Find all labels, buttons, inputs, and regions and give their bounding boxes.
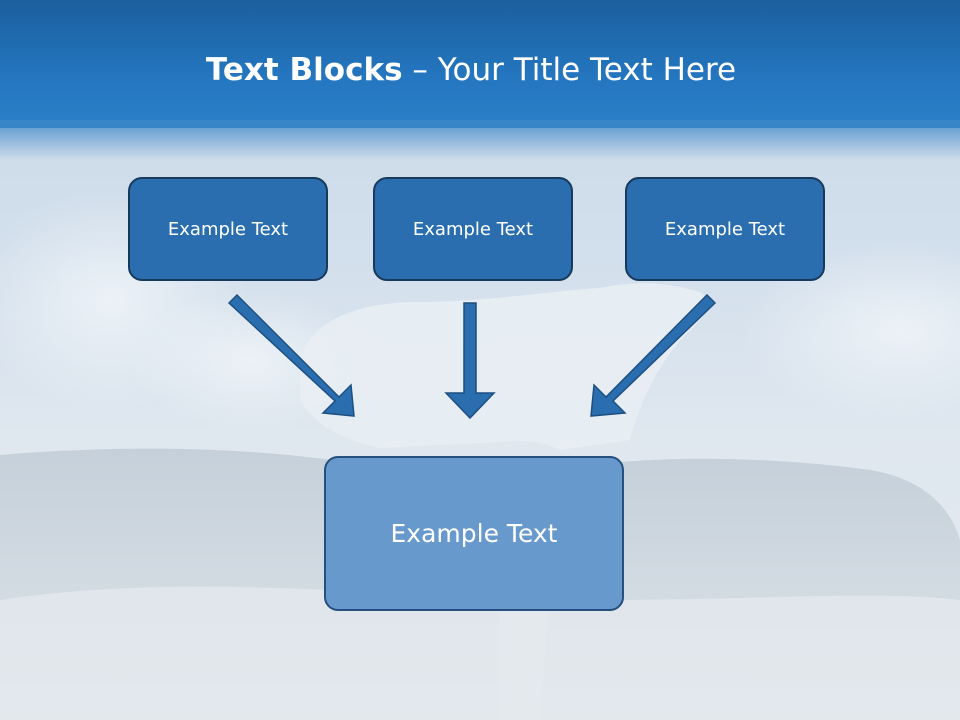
title-bar-fade <box>0 120 960 160</box>
title-dash: – <box>402 52 438 88</box>
bottom-box: Example Text <box>324 456 624 611</box>
top-box-3: Example Text <box>625 177 825 281</box>
top-box-2: Example Text <box>373 177 573 281</box>
top-box-2-label: Example Text <box>412 218 534 240</box>
title-bar <box>0 0 960 128</box>
top-box-1: Example Text <box>128 177 328 281</box>
bottom-box-label: Example Text <box>390 519 558 548</box>
top-box-3-label: Example Text <box>664 218 786 240</box>
title-rest: Your Title Text Here <box>437 52 737 88</box>
arrow-left-icon <box>227 293 355 417</box>
arrow-down-icon <box>444 302 496 420</box>
top-box-1-label: Example Text <box>167 218 289 240</box>
title-bold: Text Blocks <box>205 52 403 88</box>
slide-title: Text Blocks – Your Title Text Here <box>0 52 942 88</box>
arrow-right-icon <box>590 293 717 417</box>
